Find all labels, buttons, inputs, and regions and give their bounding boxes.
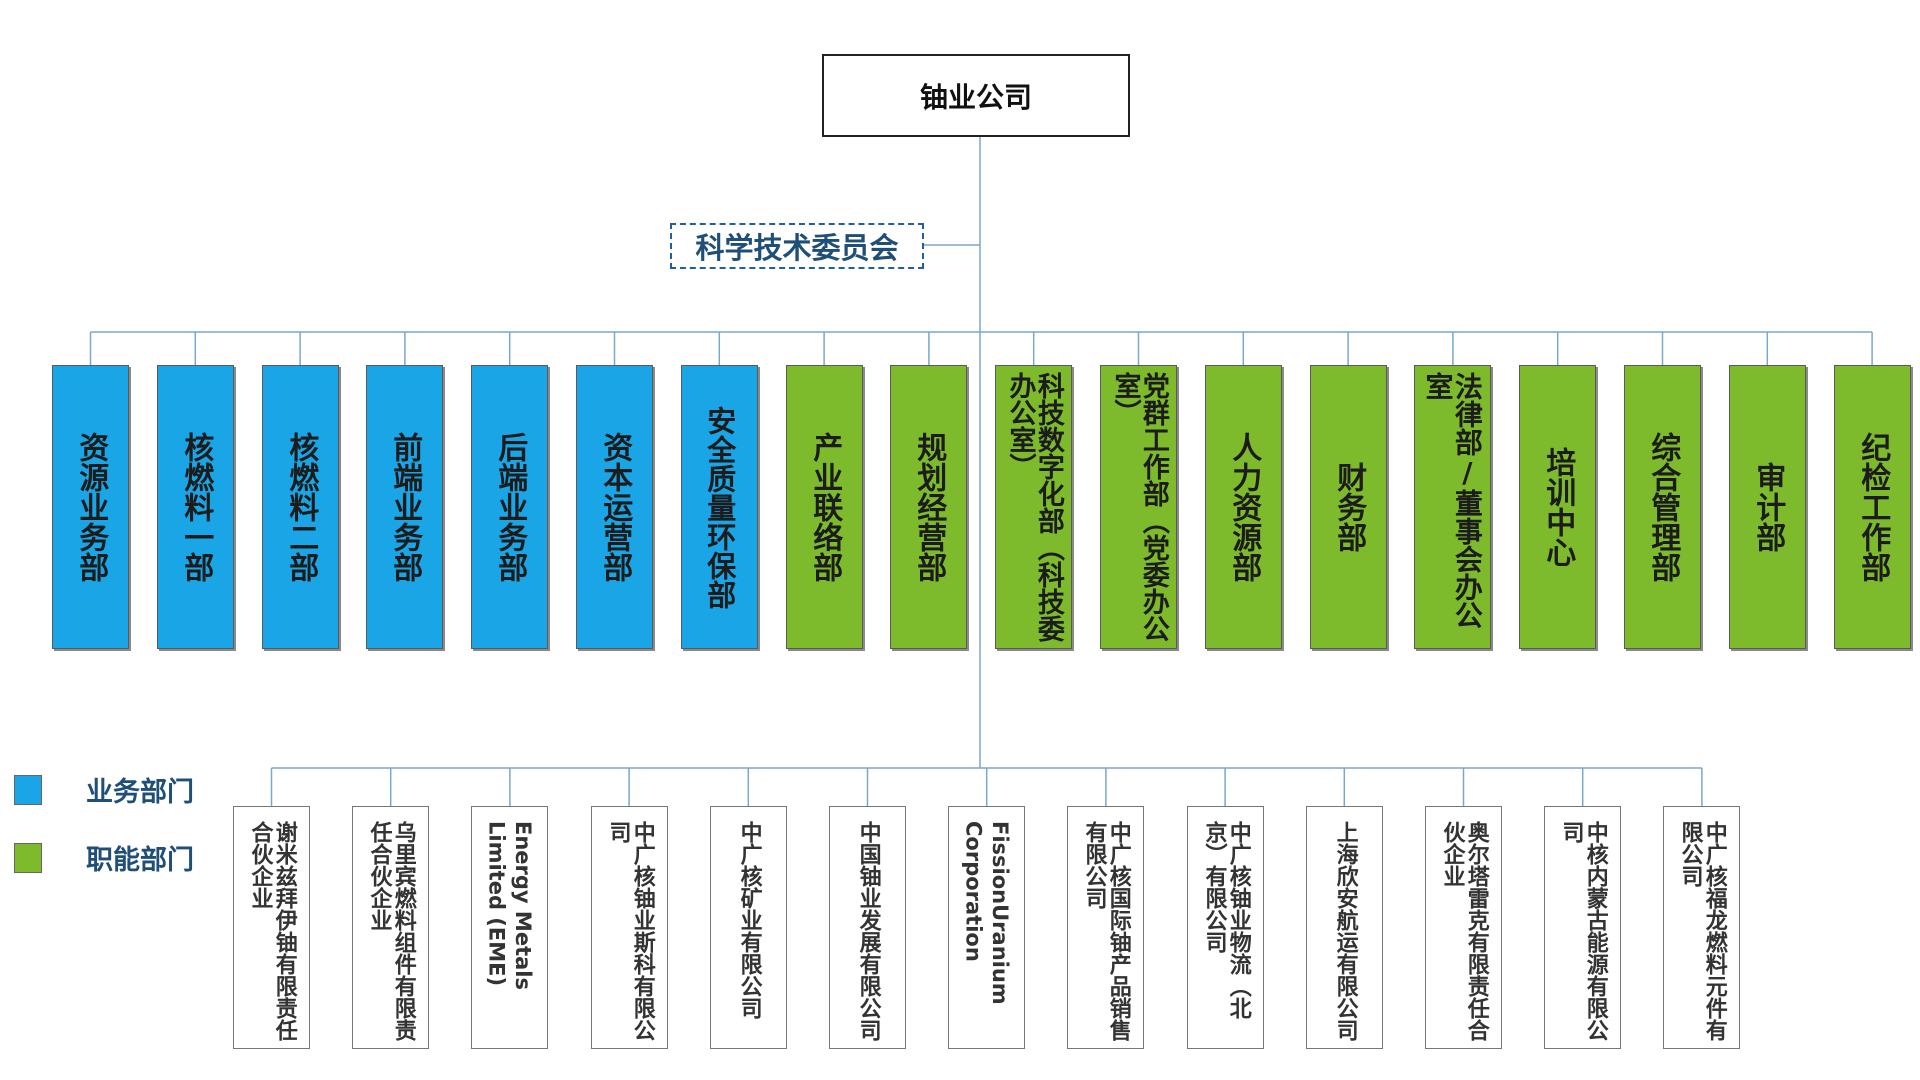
department-box[interactable]: 规划经营部 [890, 365, 967, 649]
department-label: 综合管理部 [1645, 432, 1681, 582]
subsidiary-label: FissionUranium Corporation [961, 821, 1012, 1005]
subsidiary-box[interactable]: 谢米兹拜伊铀有限责任合伙企业 [233, 806, 310, 1049]
legend-functional-swatch [14, 842, 42, 873]
department-label: 培训中心 [1540, 447, 1576, 567]
subsidiary-label: 乌里宾燃料组件有限责任合伙企业 [366, 821, 416, 1041]
department-label: 资本运营部 [597, 432, 633, 582]
department-box[interactable]: 法律部/董事会办公室 [1414, 365, 1491, 649]
department-label: 核燃料一部 [178, 432, 214, 582]
department-label: 前端业务部 [387, 432, 423, 582]
legend-business-swatch [14, 774, 42, 805]
subsidiary-box[interactable]: 中广核铀业物流（北京）有限公司 [1187, 806, 1264, 1049]
subsidiary-box[interactable]: 中核内蒙古能源有限公司 [1544, 806, 1621, 1049]
department-label: 审计部 [1750, 462, 1786, 552]
department-box[interactable]: 后端业务部 [471, 365, 548, 649]
department-label: 财务部 [1331, 462, 1367, 552]
subsidiary-label: 上海欣安航运有限公司 [1332, 821, 1358, 1041]
root-company-box[interactable]: 铀业公司 [822, 54, 1130, 137]
subsidiary-label: 中广核国际铀产品销售有限公司 [1081, 821, 1131, 1041]
subsidiary-label: Energy Metals Limited (EME) [484, 821, 535, 990]
department-box[interactable]: 前端业务部 [366, 365, 443, 649]
department-box[interactable]: 财务部 [1310, 365, 1387, 649]
legend-business-label: 业务部门 [86, 777, 194, 808]
department-box[interactable]: 安全质量环保部 [681, 365, 758, 649]
subsidiary-box[interactable]: 中广核福龙燃料元件有限公司 [1663, 806, 1740, 1049]
subsidiary-label: 奥尔塔雷克有限责任合伙企业 [1439, 821, 1489, 1041]
department-box[interactable]: 核燃料二部 [262, 365, 339, 649]
legend-functional-label: 职能部门 [86, 845, 194, 876]
subsidiary-box[interactable]: 乌里宾燃料组件有限责任合伙企业 [352, 806, 429, 1049]
subsidiary-box[interactable]: 上海欣安航运有限公司 [1306, 806, 1383, 1049]
subsidiary-label: 中广核铀业斯科有限公司 [605, 821, 655, 1041]
legend-functional: 职能部门 [14, 838, 194, 877]
subsidiary-box[interactable]: 中广核矿业有限公司 [710, 806, 787, 1049]
department-label: 产业联络部 [807, 432, 843, 582]
subsidiary-box[interactable]: Energy Metals Limited (EME) [471, 806, 548, 1049]
subsidiary-box[interactable]: 中广核铀业斯科有限公司 [591, 806, 668, 1049]
department-box[interactable]: 党群工作部（党委办公室） [1100, 365, 1177, 649]
subsidiary-label: 中广核矿业有限公司 [736, 821, 762, 1019]
subsidiary-box[interactable]: 中国铀业发展有限公司 [829, 806, 906, 1049]
subsidiary-box[interactable]: 中广核国际铀产品销售有限公司 [1067, 806, 1144, 1049]
department-label: 资源业务部 [73, 432, 109, 582]
department-box[interactable]: 综合管理部 [1624, 365, 1701, 649]
subsidiary-label: 谢米兹拜伊铀有限责任合伙企业 [247, 821, 297, 1041]
department-box[interactable]: 培训中心 [1519, 365, 1596, 649]
science-committee-box[interactable]: 科学技术委员会 [670, 223, 924, 269]
department-label: 纪检工作部 [1855, 432, 1891, 582]
department-label: 规划经营部 [911, 432, 947, 582]
subsidiary-label: 中广核福龙燃料元件有限公司 [1677, 821, 1727, 1041]
department-box[interactable]: 人力资源部 [1205, 365, 1282, 649]
department-label: 党群工作部（党委办公室） [1109, 372, 1169, 642]
subsidiary-box[interactable]: FissionUranium Corporation [948, 806, 1025, 1049]
department-label: 核燃料二部 [283, 432, 319, 582]
department-label: 科技数字化部（科技委办公室） [1004, 372, 1064, 642]
department-box[interactable]: 审计部 [1729, 365, 1806, 649]
department-box[interactable]: 资本运营部 [576, 365, 653, 649]
subsidiary-label: 中核内蒙古能源有限公司 [1558, 821, 1608, 1041]
subsidiary-label: 中国铀业发展有限公司 [855, 821, 881, 1041]
legend-business: 业务部门 [14, 770, 194, 809]
department-box[interactable]: 科技数字化部（科技委办公室） [995, 365, 1072, 649]
department-label: 安全质量环保部 [702, 405, 737, 609]
root-company-label: 铀业公司 [919, 80, 1032, 114]
department-box[interactable]: 纪检工作部 [1834, 365, 1911, 649]
department-box[interactable]: 资源业务部 [52, 365, 129, 649]
department-label: 后端业务部 [492, 432, 528, 582]
science-committee-label: 科学技术委员会 [695, 231, 899, 265]
subsidiary-label: 中广核铀业物流（北京）有限公司 [1201, 821, 1251, 1019]
department-label: 法律部/董事会办公室 [1421, 372, 1484, 629]
department-box[interactable]: 核燃料一部 [157, 365, 234, 649]
department-box[interactable]: 产业联络部 [786, 365, 863, 649]
subsidiary-box[interactable]: 奥尔塔雷克有限责任合伙企业 [1425, 806, 1502, 1049]
department-label: 人力资源部 [1226, 432, 1262, 582]
